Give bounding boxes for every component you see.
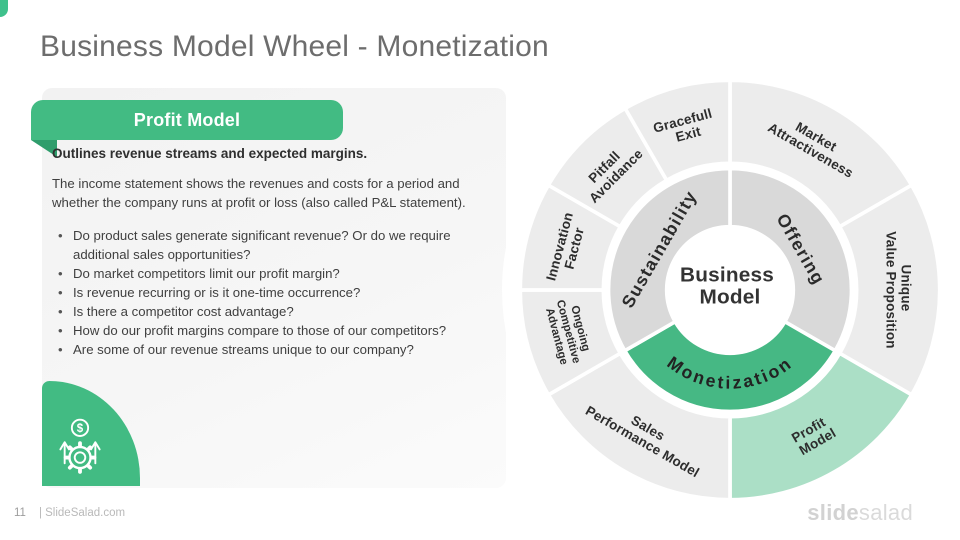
list-item: Is there a competitor cost advantage? [52,302,472,321]
wheel-segment-offering [728,166,854,353]
dollar-sign: $ [77,423,84,435]
bullet-text: Do product sales generate significant re… [73,228,451,262]
page-number: 11 [14,507,26,519]
corner-blob: $ [42,381,140,486]
bullet-text: Are some of our revenue streams unique t… [73,342,414,357]
list-item: Is revenue recurring or is it one-time o… [52,283,472,302]
panel-content: Outlines revenue streams and expected ma… [52,146,492,359]
bullet-list: Do product sales generate significant re… [52,226,472,359]
profit-model-banner: Profit Model [31,100,343,140]
lead-text: Outlines revenue streams and expected ma… [52,146,368,161]
slidesalad-logo: slidesalad [807,500,913,526]
logo-text-bold: slide [807,500,859,525]
intro-paragraph: The income statement shows the revenues … [52,176,466,210]
corner-accent-shape [0,0,8,17]
wheel-label-unique-value-proposition: Unique Value Proposition [884,231,914,348]
list-item: How do our profit margins compare to tho… [52,321,472,340]
dollar-gear-growth-icon: $ [59,418,101,474]
footer: 11 | SlideSalad.com [14,507,125,519]
page-title: Business Model Wheel - Monetization [40,30,549,63]
list-item: Are some of our revenue streams unique t… [52,340,472,359]
bullet-text: Do market competitors limit our profit m… [73,266,340,281]
logo-text-light: salad [858,500,913,525]
list-item: Do market competitors limit our profit m… [52,264,472,283]
wheel-center-circle [667,227,793,353]
wheel-segment-gracefull-exit [623,78,732,183]
banner-label: Profit Model [133,109,241,130]
bullet-text: Is revenue recurring or is it one-time o… [73,285,361,300]
business-model-wheel: Market Attractiveness Unique Value Propo… [518,78,942,502]
bullet-text: Is there a competitor cost advantage? [73,304,294,319]
wheel-center-label: Business Model [680,264,780,309]
footer-site-link: | SlideSalad.com [38,507,126,519]
decorative-ring [502,62,958,518]
list-item: Do product sales generate significant re… [52,226,472,264]
wheel-segment-sustainability [606,166,732,353]
bullet-text: How do our profit margins compare to tho… [73,323,447,338]
wheel-segment-monetization [623,319,837,414]
